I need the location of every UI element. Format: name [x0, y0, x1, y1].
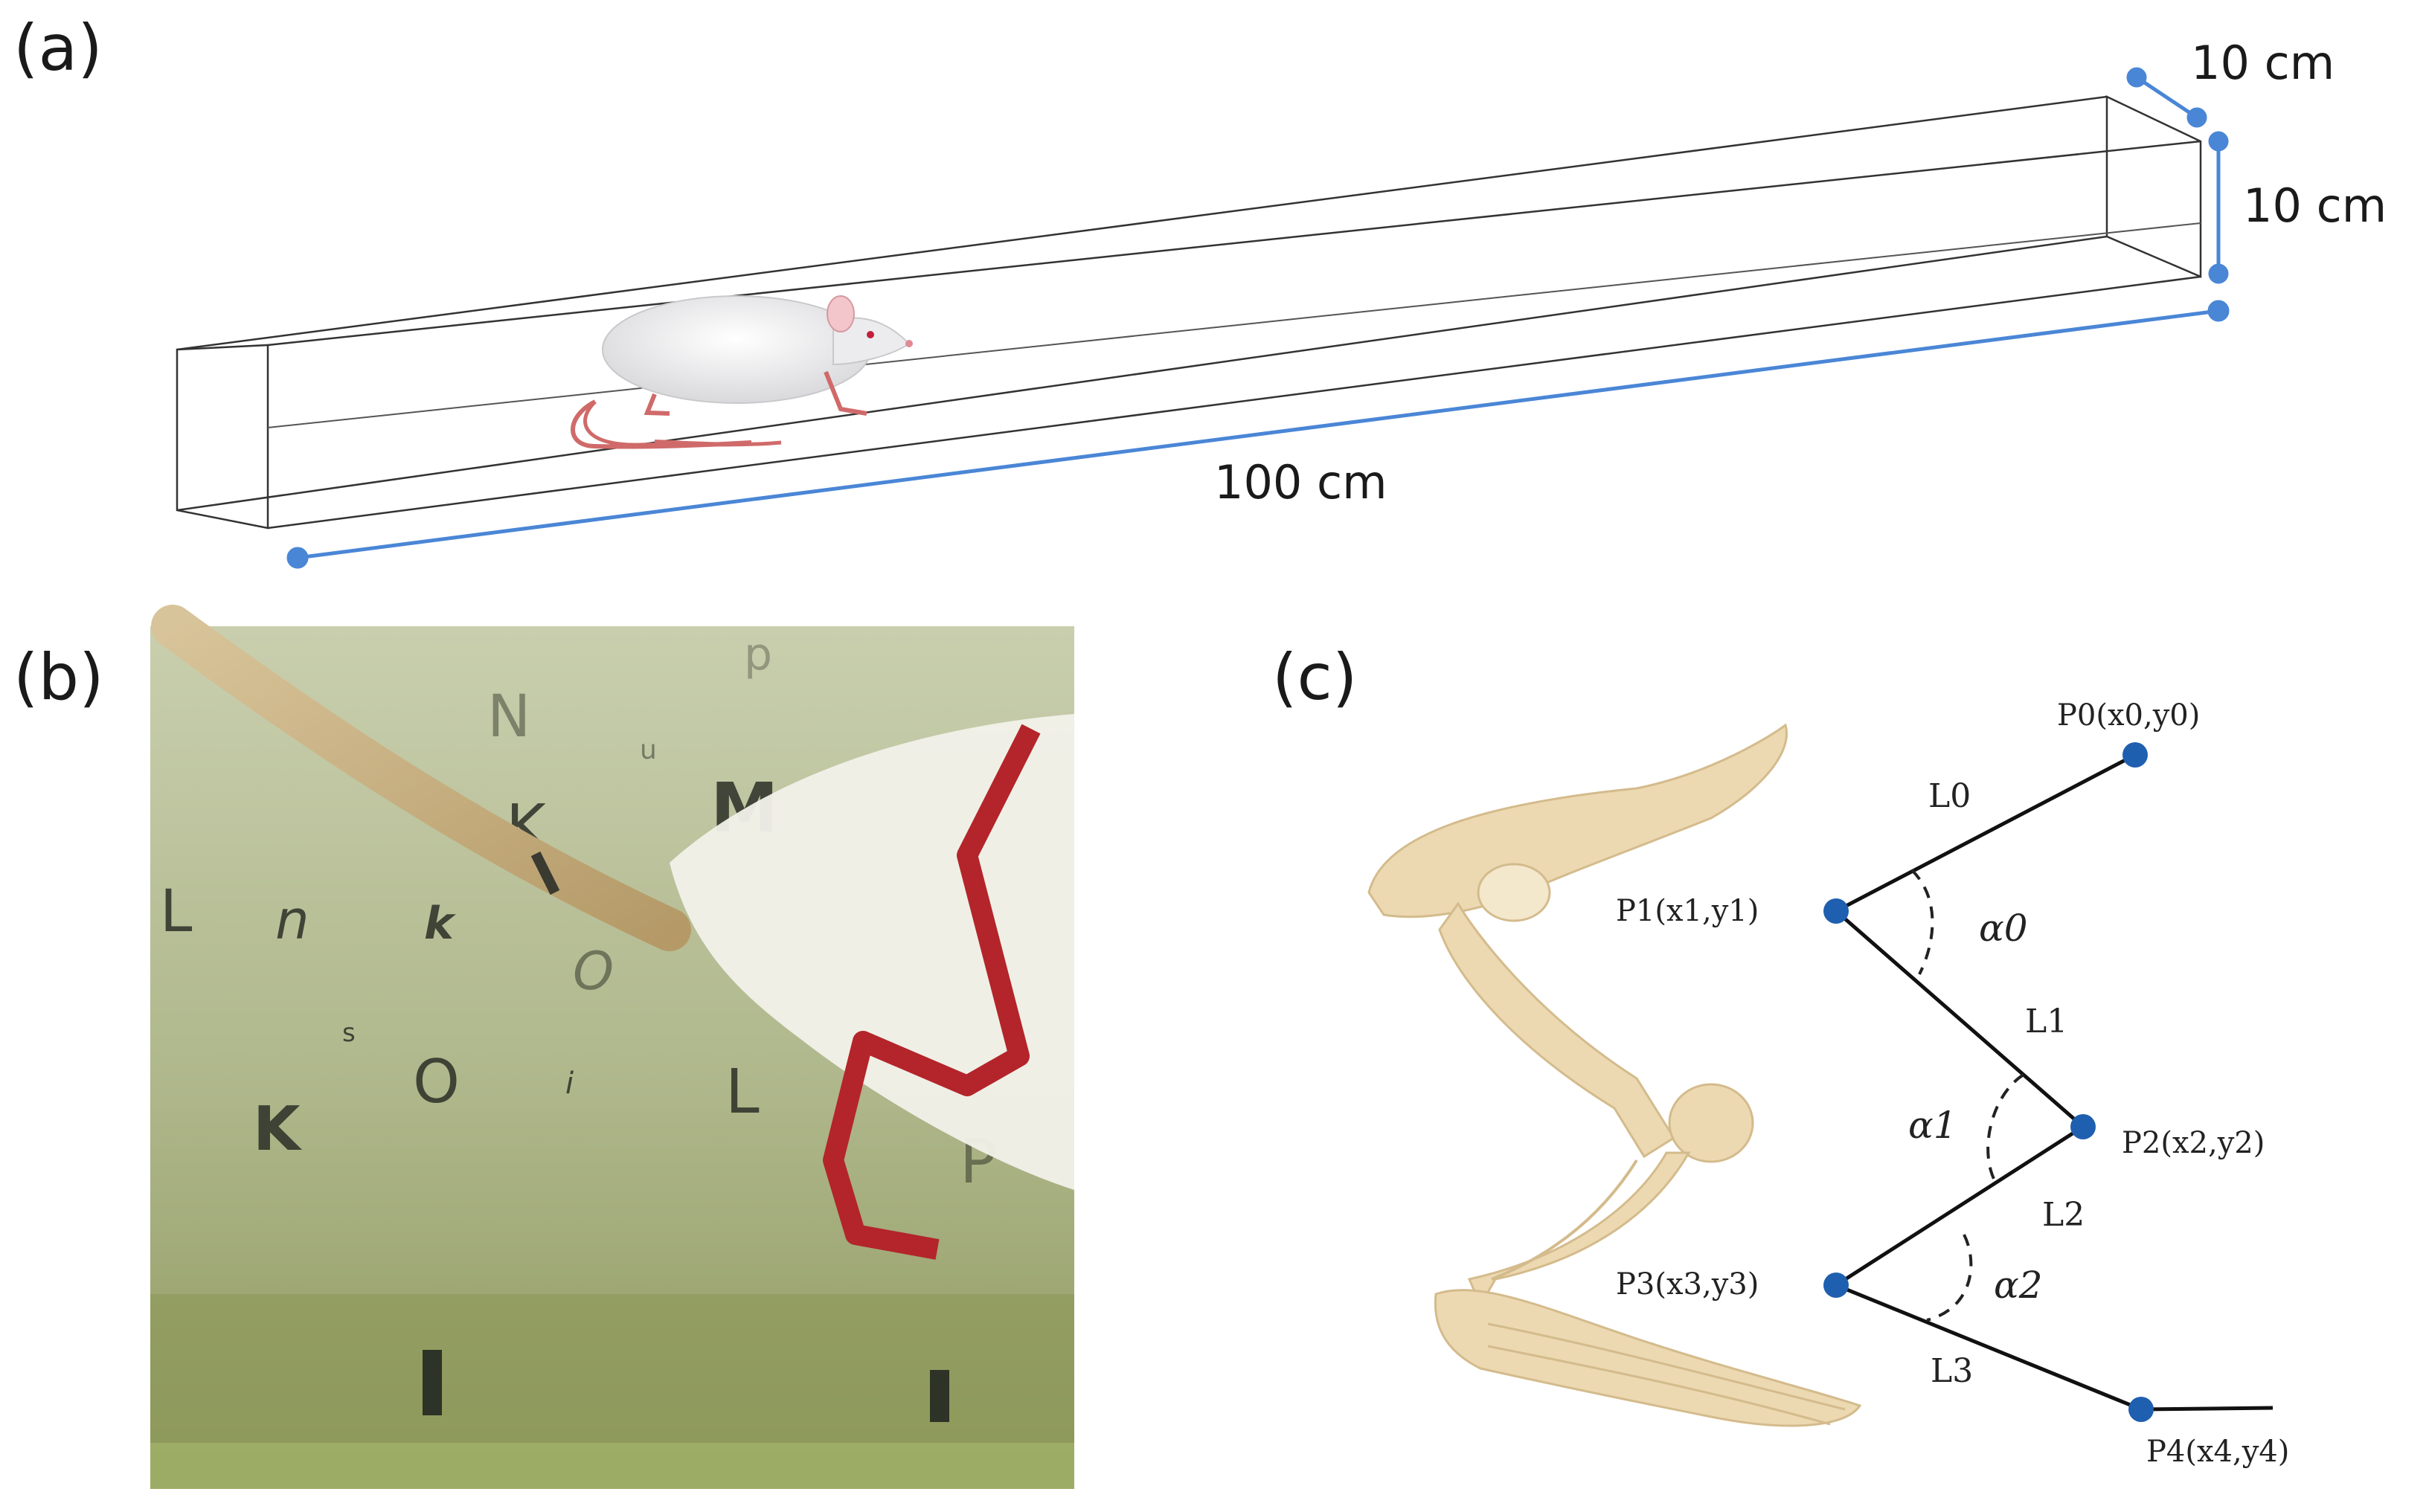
width-dim-endpoint-1: [2126, 67, 2147, 88]
height-dim-endpoint-1: [2208, 131, 2229, 152]
angle-label-alpha2: α2: [1994, 1264, 2043, 1307]
svg-text:u: u: [640, 735, 657, 765]
joint-P0: [2122, 742, 2148, 768]
svg-text:p: p: [744, 628, 772, 681]
svg-text:O: O: [413, 1047, 460, 1116]
dimension-lines: [286, 67, 2230, 569]
segment-L2: [1835, 1125, 2085, 1287]
segment-label-L2: L2: [2042, 1196, 2085, 1234]
segment-L0: [1835, 753, 2137, 913]
point-label-P1: P1(x1,y1): [1616, 894, 1759, 928]
svg-text:i: i: [565, 1067, 574, 1101]
runway-box: [176, 95, 2202, 530]
angle-label-alpha0: α0: [1979, 907, 2028, 950]
angle-arc-alpha1: [1986, 1073, 2025, 1180]
length-dim-endpoint-2: [2207, 300, 2230, 322]
joint-P1: [1823, 898, 1849, 924]
joint-P4: [2128, 1397, 2154, 1422]
segment-L3: [1835, 1283, 2142, 1412]
point-label-P2: P2(x2,y2): [2122, 1126, 2265, 1160]
hindlimb-skeleton: [1367, 723, 1862, 1427]
height-dimension-label: 10 cm: [2243, 178, 2387, 233]
svg-text:N: N: [487, 683, 530, 750]
segment-label-L3: L3: [1931, 1352, 1973, 1390]
width-dim-endpoint-2: [2186, 107, 2207, 128]
joint-P3: [1823, 1273, 1849, 1298]
svg-text:s: s: [342, 1018, 356, 1048]
segment-L1: [1835, 910, 2085, 1128]
svg-text:K: K: [253, 1094, 303, 1165]
height-dim-endpoint-2: [2208, 263, 2229, 284]
svg-text:n: n: [275, 889, 309, 951]
length-dim-endpoint-1: [286, 547, 309, 569]
svg-text:k: k: [424, 898, 456, 950]
svg-text:O: O: [573, 941, 614, 1002]
rat-hindlimb-photo: p N u K M L n k O s O i L K P: [150, 605, 1074, 1489]
segment-label-L1: L1: [2025, 1003, 2067, 1040]
length-dimension-label: 100 cm: [1214, 455, 1387, 509]
joint-P2: [2070, 1114, 2096, 1139]
point-label-P0: P0(x0,y0): [2057, 698, 2200, 733]
svg-text:L: L: [725, 1057, 760, 1127]
panel-a-label: (a): [13, 11, 103, 86]
panel-b-label: (b): [13, 640, 104, 715]
segment-label-L0: L0: [1928, 777, 1971, 815]
point-label-P3: P3(x3,y3): [1616, 1267, 1759, 1302]
angle-arc-alpha2: [1926, 1234, 1973, 1322]
width-dimension-label: 10 cm: [2191, 36, 2335, 90]
svg-text:L: L: [160, 878, 193, 945]
angle-arc-alpha0: [1910, 869, 1934, 975]
angle-label-alpha1: α1: [1908, 1104, 1957, 1147]
panel-c-label: (c): [1272, 640, 1358, 715]
rat-illustration: [571, 295, 913, 449]
point-label-P4: P4(x4,y4): [2146, 1435, 2289, 1469]
kinematic-chain: P0(x0,y0) P1(x1,y1) P2(x2,y2) P3(x3,y3) …: [1616, 698, 2289, 1469]
